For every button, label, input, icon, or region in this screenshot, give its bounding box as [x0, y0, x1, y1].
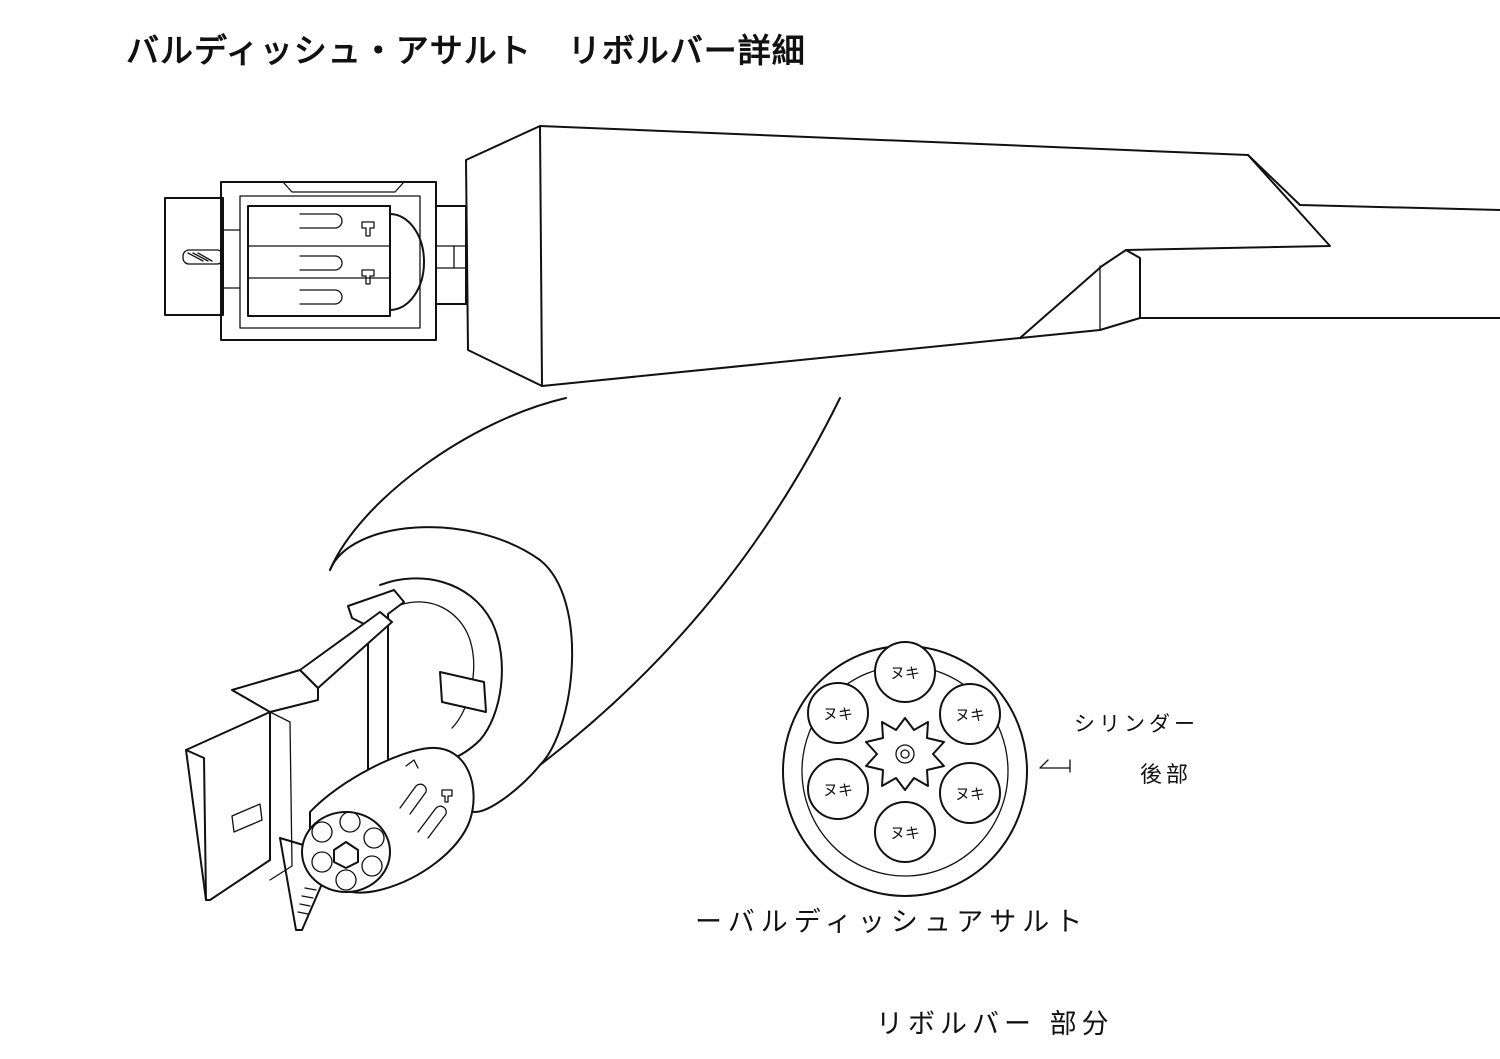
chamber-3-label: ヌキ — [955, 785, 985, 803]
barrel-collar — [329, 526, 574, 813]
chamber-2-label: ヌキ — [955, 706, 985, 724]
title-sub: リボルバー詳細 — [567, 31, 806, 70]
chamber-4: ヌキ — [874, 801, 936, 863]
chamber-4-label: ヌキ — [890, 824, 920, 842]
chamber-2: ヌキ — [939, 683, 1001, 745]
chamber-3: ヌキ — [939, 762, 1001, 824]
main-housing — [465, 125, 1331, 387]
ratchet-star — [865, 717, 945, 791]
cylinder-rear-view: ヌキ ヌキ ヌキ ヌキ ヌキ ヌキ — [782, 641, 1071, 897]
connector — [435, 205, 467, 305]
annotation-cylinder-line1: シリンダー — [1074, 712, 1199, 736]
annotation-cylinder-line2: 後部 — [1140, 763, 1193, 788]
perspective-view — [185, 397, 841, 931]
cylinder-side — [247, 205, 391, 317]
sheet-title: バルディッシュ・アサルトリボルバー詳細 — [126, 24, 806, 72]
caption-line2: リボルバー 部分 — [876, 1009, 1114, 1040]
side-view — [164, 125, 1500, 387]
chamber-1: ヌキ — [874, 641, 936, 703]
caption-line1: ーバルディッシュアサルト — [695, 907, 1089, 938]
front-plate — [185, 711, 271, 901]
chamber-5: ヌキ — [807, 758, 869, 820]
chamber-6: ヌキ — [807, 682, 869, 744]
chamber-1-label: ヌキ — [890, 664, 920, 682]
chamber-5-label: ヌキ — [823, 781, 853, 799]
chamber-6-label: ヌキ — [823, 705, 853, 723]
revolver-frame — [220, 181, 437, 341]
leader-arrow — [1039, 759, 1071, 773]
title-main: バルディッシュ・アサルト — [126, 31, 532, 70]
